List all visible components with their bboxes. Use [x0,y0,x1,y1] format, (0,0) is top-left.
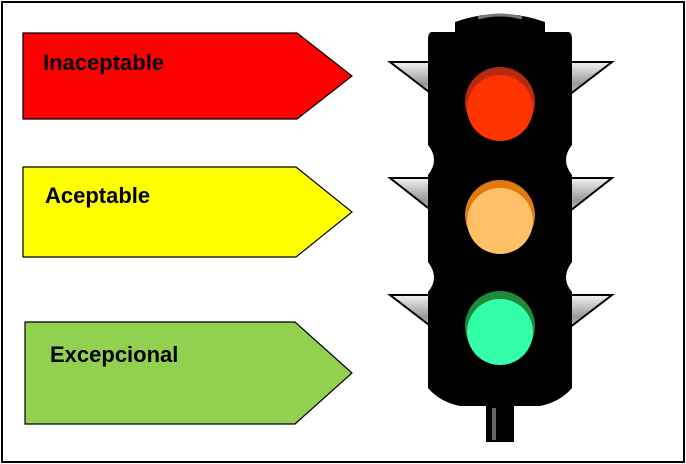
arrow-excepcional: Excepcional [24,321,353,425]
arrow-aceptable-shape [22,166,353,258]
pole-highlight [492,408,496,440]
lamp-amber [465,180,535,254]
arrow-aceptable-label: Aceptable [45,183,150,208]
arrow-inaceptable: Inaceptable [22,32,353,120]
traffic-light-pole [486,404,514,442]
traffic-light-cap [455,14,545,34]
lamp-green [465,291,535,365]
arrow-excepcional-label: Excepcional [50,342,178,367]
arrow-inaceptable-shape [22,32,353,120]
cap-highlight [477,13,523,20]
traffic-light-icon [387,13,615,442]
arrow-excepcional-shape [24,321,353,425]
lamp-red [465,67,535,141]
arrow-inaceptable-label: Inaceptable [43,50,164,75]
arrow-aceptable: Aceptable [22,166,353,258]
